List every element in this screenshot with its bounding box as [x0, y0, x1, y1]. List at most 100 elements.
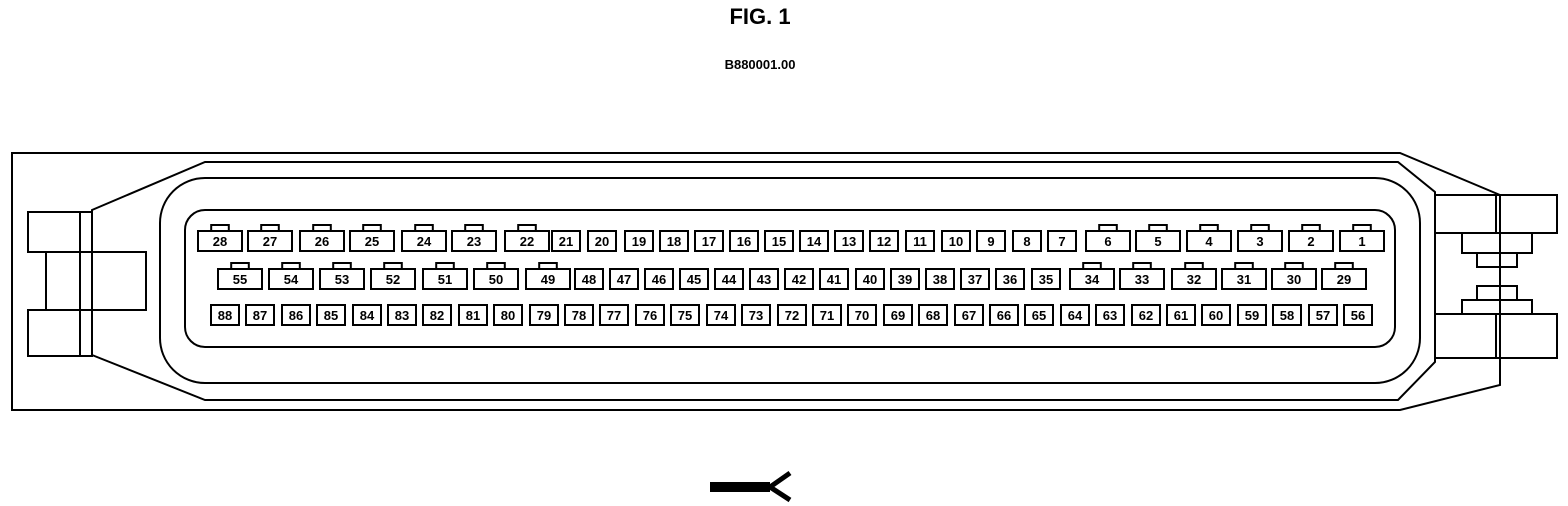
pin-21: 21 — [551, 230, 581, 252]
pin-66: 66 — [989, 304, 1019, 326]
pin-51: 51 — [422, 262, 468, 290]
pin-50: 50 — [473, 262, 519, 290]
pin-label: 59 — [1245, 308, 1259, 323]
pin-65: 65 — [1024, 304, 1054, 326]
pin-label: 18 — [667, 234, 681, 249]
pin-label: 73 — [749, 308, 763, 323]
pin-44: 44 — [714, 268, 744, 290]
pin-31: 31 — [1221, 262, 1267, 290]
pin-43: 43 — [749, 268, 779, 290]
pin-label: 15 — [772, 234, 786, 249]
pin-38: 38 — [925, 268, 955, 290]
pin-label: 46 — [652, 272, 666, 287]
pin-label: 36 — [1003, 272, 1017, 287]
pin-15: 15 — [764, 230, 794, 252]
figure-code: B880001.00 — [724, 57, 796, 72]
pin-48: 48 — [574, 268, 604, 290]
pin-3: 3 — [1237, 224, 1283, 252]
pin-label: 58 — [1280, 308, 1294, 323]
pin-22: 22 — [504, 224, 550, 252]
pin-label: 28 — [213, 234, 227, 249]
pin-label: 41 — [827, 272, 841, 287]
pin-label: 1 — [1358, 234, 1365, 249]
pin-62: 62 — [1131, 304, 1161, 326]
pin-53: 53 — [319, 262, 365, 290]
pin-label: 64 — [1068, 308, 1083, 323]
pin-68: 68 — [918, 304, 948, 326]
pin-41: 41 — [819, 268, 849, 290]
pin-label: 67 — [962, 308, 976, 323]
pin-61: 61 — [1166, 304, 1196, 326]
pin-label: 51 — [438, 272, 452, 287]
pin-59: 59 — [1237, 304, 1267, 326]
pin-label: 38 — [933, 272, 947, 287]
pin-34: 34 — [1069, 262, 1115, 290]
pin-87: 87 — [245, 304, 275, 326]
pin-label: 78 — [572, 308, 586, 323]
pin-label: 45 — [687, 272, 701, 287]
pin-label: 21 — [559, 234, 573, 249]
pin-label: 9 — [987, 234, 994, 249]
pin-6: 6 — [1085, 224, 1131, 252]
pin-label: 60 — [1209, 308, 1223, 323]
right-bolt-lower — [1461, 299, 1533, 315]
pin-label: 63 — [1103, 308, 1117, 323]
pin-label: 69 — [891, 308, 905, 323]
pin-cavity-frame-inner — [184, 209, 1396, 348]
pin-1: 1 — [1339, 224, 1385, 252]
pin-label: 50 — [489, 272, 503, 287]
pin-label: 13 — [842, 234, 856, 249]
pin-80: 80 — [493, 304, 523, 326]
pin-26: 26 — [299, 224, 345, 252]
pin-81: 81 — [458, 304, 488, 326]
pin-7: 7 — [1047, 230, 1077, 252]
pin-label: 83 — [395, 308, 409, 323]
pin-11: 11 — [905, 230, 935, 252]
pin-47: 47 — [609, 268, 639, 290]
pin-label: 62 — [1139, 308, 1153, 323]
pin-label: 25 — [365, 234, 379, 249]
pin-70: 70 — [847, 304, 877, 326]
pin-82: 82 — [422, 304, 452, 326]
pin-35: 35 — [1031, 268, 1061, 290]
pin-label: 4 — [1205, 234, 1213, 249]
pin-5: 5 — [1135, 224, 1181, 252]
pin-label: 54 — [284, 272, 299, 287]
pin-18: 18 — [659, 230, 689, 252]
pin-label: 17 — [702, 234, 716, 249]
pin-label: 19 — [632, 234, 646, 249]
pin-label: 22 — [520, 234, 534, 249]
pin-label: 88 — [218, 308, 232, 323]
pin-label: 37 — [968, 272, 982, 287]
pin-45: 45 — [679, 268, 709, 290]
pin-label: 35 — [1039, 272, 1053, 287]
pin-13: 13 — [834, 230, 864, 252]
pin-42: 42 — [784, 268, 814, 290]
pin-label: 29 — [1337, 272, 1351, 287]
pin-83: 83 — [387, 304, 417, 326]
pin-10: 10 — [941, 230, 971, 252]
pin-label: 26 — [315, 234, 329, 249]
pin-label: 70 — [855, 308, 869, 323]
pin-12: 12 — [869, 230, 899, 252]
pin-64: 64 — [1060, 304, 1090, 326]
pin-86: 86 — [281, 304, 311, 326]
pin-label: 75 — [678, 308, 692, 323]
pin-label: 7 — [1058, 234, 1065, 249]
right-bolt-lower-head — [1476, 285, 1518, 301]
pin-30: 30 — [1271, 262, 1317, 290]
pin-76: 76 — [635, 304, 665, 326]
pin-label: 3 — [1256, 234, 1263, 249]
left-latch-upper — [27, 211, 93, 253]
pin-71: 71 — [812, 304, 842, 326]
pin-36: 36 — [995, 268, 1025, 290]
pin-46: 46 — [644, 268, 674, 290]
pin-52: 52 — [370, 262, 416, 290]
pin-label: 40 — [863, 272, 877, 287]
pin-label: 20 — [595, 234, 609, 249]
pin-label: 8 — [1023, 234, 1030, 249]
pin-label: 42 — [792, 272, 806, 287]
pin-label: 44 — [722, 272, 737, 287]
pin-75: 75 — [670, 304, 700, 326]
pin-56: 56 — [1343, 304, 1373, 326]
